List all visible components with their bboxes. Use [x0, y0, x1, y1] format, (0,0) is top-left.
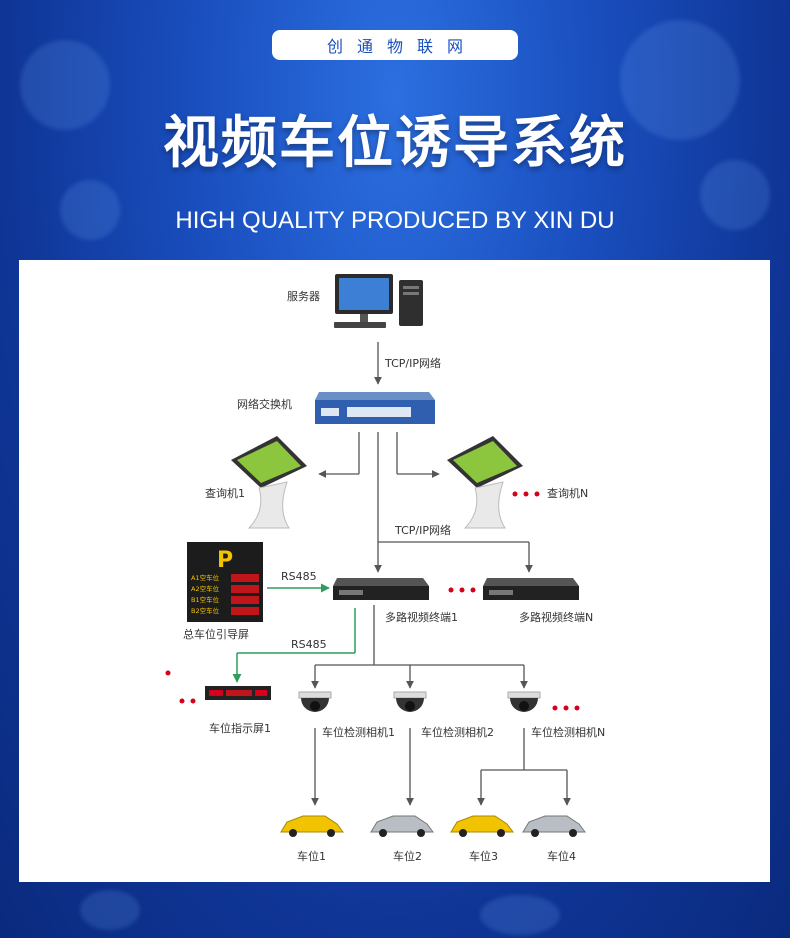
- car-icon: [370, 815, 434, 837]
- bokeh-decoration: [80, 890, 140, 930]
- bokeh-decoration: [700, 160, 770, 230]
- camera-n-label: 车位检测相机N: [531, 725, 605, 739]
- camera-1-label: 车位检测相机1: [322, 725, 395, 739]
- spot-label: 车位3: [469, 849, 498, 863]
- guide-sign-letter: P: [217, 548, 233, 573]
- page-subtitle: HIGH QUALITY PRODUCED BY XIN DU: [175, 207, 615, 234]
- dome-camera-icon: [507, 691, 541, 712]
- camera-2-label: 车位检测相机2: [421, 725, 494, 739]
- rs485-label-top: RS485: [281, 570, 317, 583]
- video-terminal-1-label: 多路视频终端1: [385, 610, 458, 624]
- bokeh-decoration: [620, 20, 740, 140]
- car-icon: [280, 815, 344, 837]
- server-icon: [334, 274, 423, 328]
- kiosk-icon: [447, 436, 523, 529]
- dome-camera-icon: [298, 691, 332, 712]
- server-label: 服务器: [287, 290, 320, 303]
- page-title: 视频车位诱导系统: [163, 111, 627, 176]
- rs485-label-bottom: RS485: [291, 638, 327, 651]
- system-diagram: 服务器 TCP/IP网络 网络交换机 查询机1 查询机N TCP/IP网络: [165, 274, 605, 863]
- bokeh-decoration: [20, 40, 110, 130]
- car-icon: [450, 815, 514, 837]
- bokeh-decoration: [60, 180, 120, 240]
- ellipsis-dots: [448, 587, 476, 593]
- brand-pill: 创通物联网: [272, 30, 518, 60]
- dome-camera-icon: [393, 691, 427, 712]
- guide-sign-row: A2空车位: [191, 584, 220, 593]
- total-guide-screen-label: 总车位引导屏: [183, 627, 249, 641]
- video-terminal-icon: [483, 578, 579, 600]
- total-guide-screen-icon: P A1空车位 A2空车位 B1空车位 B2空车位: [187, 542, 263, 622]
- guide-sign-row: A1空车位: [191, 573, 220, 582]
- video-terminal-icon: [333, 578, 429, 600]
- kiosk-icon: [231, 436, 307, 529]
- switch-icon: [315, 392, 435, 424]
- diagram-panel: 服务器 TCP/IP网络 网络交换机 查询机1 查询机N TCP/IP网络: [19, 260, 770, 882]
- brand-name: 创通物联网: [326, 37, 477, 56]
- ellipsis-dots: [165, 670, 196, 704]
- spot-label: 车位2: [393, 849, 422, 863]
- ellipsis-dots: [512, 491, 540, 497]
- connection-lines: [311, 342, 571, 806]
- network-label-top: TCP/IP网络: [384, 356, 441, 370]
- bokeh-decoration: [480, 895, 560, 935]
- car-icon: [522, 815, 586, 837]
- ellipsis-dots: [552, 705, 580, 711]
- kiosk-1-label: 查询机1: [205, 486, 245, 500]
- spot-label: 车位4: [547, 849, 576, 863]
- guide-sign-row: B2空车位: [191, 606, 220, 615]
- video-terminal-n-label: 多路视频终端N: [519, 610, 593, 624]
- indicator-screen-label: 车位指示屏1: [209, 721, 271, 735]
- switch-label: 网络交换机: [237, 397, 292, 411]
- rs485-lines: [232, 583, 356, 683]
- spot-label: 车位1: [297, 849, 326, 863]
- network-label-mid: TCP/IP网络: [394, 523, 451, 537]
- guide-sign-row: B1空车位: [191, 595, 220, 604]
- indicator-screen-icon: [205, 686, 271, 700]
- kiosk-n-label: 查询机N: [547, 486, 588, 500]
